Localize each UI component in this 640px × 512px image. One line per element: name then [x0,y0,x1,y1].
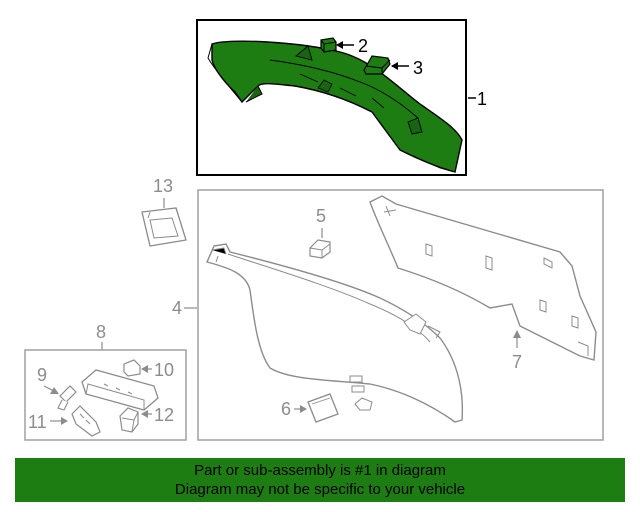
part-7-arrowhead [513,330,521,338]
callout-7: 7 [512,352,522,372]
part-6-arrowhead [300,405,307,413]
part-4-box [197,189,604,441]
part-1-trim-panel[interactable] [207,40,463,173]
notice-banner: Part or sub-assembly is #1 in diagram Di… [15,458,625,502]
part-10-cap[interactable] [123,359,141,377]
notice-line-2: Diagram may not be specific to your vehi… [174,481,466,498]
part-8-box [24,349,187,441]
part-11-arrowhead [61,417,68,425]
part-6-cover[interactable] [307,393,339,423]
callout-1: 1 [477,89,487,109]
callout-8: 8 [96,322,106,342]
callout-3: 3 [413,58,423,78]
part-12-arrowhead [141,410,148,418]
part-5-clip[interactable] [309,239,331,259]
part-3-clip[interactable] [363,55,391,75]
part-3-arrowhead [391,62,398,70]
callout-12: 12 [154,405,174,425]
part-4-trim-panel[interactable] [206,243,464,423]
part-9-arrowhead [50,387,59,394]
callout-6: 6 [281,399,291,419]
callout-2: 2 [358,36,368,56]
part-13-plate[interactable] [141,207,187,247]
part-1-box [196,19,467,176]
part-7-back-panel[interactable] [369,195,597,361]
part-8-handle[interactable] [81,369,159,411]
callout-9: 9 [37,365,47,385]
callout-13: 13 [153,176,173,196]
callout-10: 10 [154,360,174,380]
part-2-arrowhead [336,41,343,49]
part-12-clip[interactable] [119,407,139,433]
part-10-arrowhead [141,365,148,373]
callout-4: 4 [172,298,182,318]
part-2-clip[interactable] [320,37,337,53]
callout-11: 11 [28,412,47,432]
notice-line-1: Part or sub-assembly is #1 in diagram [194,462,446,479]
part-9-bolt[interactable] [57,385,77,411]
part-11-bracket[interactable] [71,405,101,437]
callout-5: 5 [316,206,326,226]
